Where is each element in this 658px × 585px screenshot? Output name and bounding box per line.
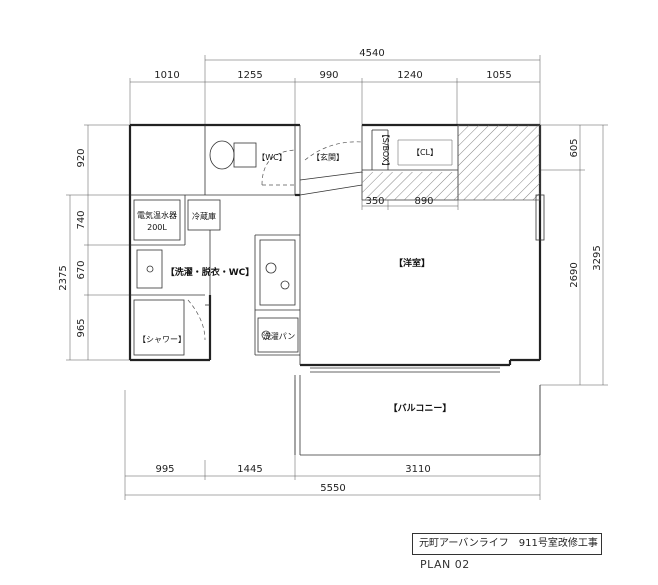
- washbasin: [136, 249, 163, 289]
- window-right: [535, 194, 545, 241]
- water-heater-label: 電気温水器: [137, 210, 177, 220]
- door-swings: [187, 141, 363, 341]
- bottom-segment-1: 995: [155, 464, 174, 475]
- left-upper-dimension: 920: [76, 148, 87, 167]
- washer-pan-label: 洗濯パン: [263, 331, 295, 341]
- left-lower-total-dimension: 2375: [58, 265, 69, 290]
- fridge-box: [187, 199, 221, 231]
- inner-dimension-b: 890: [414, 196, 433, 207]
- left-segment-3: 965: [76, 318, 87, 337]
- room-label-entrance: 【玄関】: [312, 152, 344, 162]
- plan-label: PLAN 02: [420, 558, 470, 571]
- top-total-dimension: 4540: [359, 48, 384, 59]
- room-label-balcony: 【バルコニー】: [389, 403, 452, 414]
- washer-drain-icon: [261, 330, 271, 340]
- bottom-dimension-lines: [124, 380, 541, 500]
- kitchen-sink-icon: [265, 262, 277, 274]
- right-total-dimension: 3295: [592, 245, 603, 270]
- water-heater-box: [133, 199, 181, 241]
- top-dimension-lines: [129, 55, 541, 125]
- hatched-closet-area: [457, 124, 541, 201]
- right-segment-1: 605: [569, 138, 580, 157]
- title-block: 元町アーバンライフ 911号室改修工事: [412, 533, 602, 555]
- bottom-segment-3: 3110: [405, 464, 430, 475]
- left-dimension-lines: [66, 124, 130, 361]
- washer-pan-box: [257, 317, 299, 353]
- stove-burner-icon: [280, 280, 290, 290]
- room-label-shower: 【シャワー】: [138, 335, 186, 344]
- kitchen-counter: [259, 239, 296, 306]
- room-label-closet: 【CL】: [412, 148, 438, 157]
- washbasin-drain: [146, 265, 154, 273]
- room-label-western-room: 【洋室】: [394, 257, 430, 269]
- water-heater-capacity: 200L: [147, 223, 167, 232]
- balcony-outline: [294, 375, 541, 456]
- left-segment-2: 670: [76, 260, 87, 279]
- shower-booth: [133, 299, 185, 356]
- inner-dimension-a: 350: [365, 196, 384, 207]
- room-label-laundry: 【洗濯・脱衣・WC】: [166, 266, 255, 278]
- inner-dimension-lines: [361, 200, 459, 210]
- room-label-wc: 【WC】: [257, 153, 287, 162]
- hatched-sbox-area: [362, 172, 458, 200]
- bottom-total-dimension: 5550: [320, 483, 345, 494]
- top-segment-2: 1255: [237, 70, 262, 81]
- room-label-shoe-box: 【S/BOX】: [381, 130, 390, 170]
- left-segment-1: 740: [76, 210, 87, 229]
- top-segment-3: 990: [319, 70, 338, 81]
- top-segment-5: 1055: [486, 70, 511, 81]
- top-segment-1: 1010: [154, 70, 179, 81]
- top-segment-4: 1240: [397, 70, 422, 81]
- fridge-label: 冷蔵庫: [192, 211, 216, 221]
- right-segment-2: 2690: [569, 262, 580, 287]
- toilet-fixture: [209, 140, 257, 170]
- bottom-segment-2: 1445: [237, 464, 262, 475]
- interior-walls: [130, 125, 459, 365]
- right-dimension-lines: [540, 124, 608, 386]
